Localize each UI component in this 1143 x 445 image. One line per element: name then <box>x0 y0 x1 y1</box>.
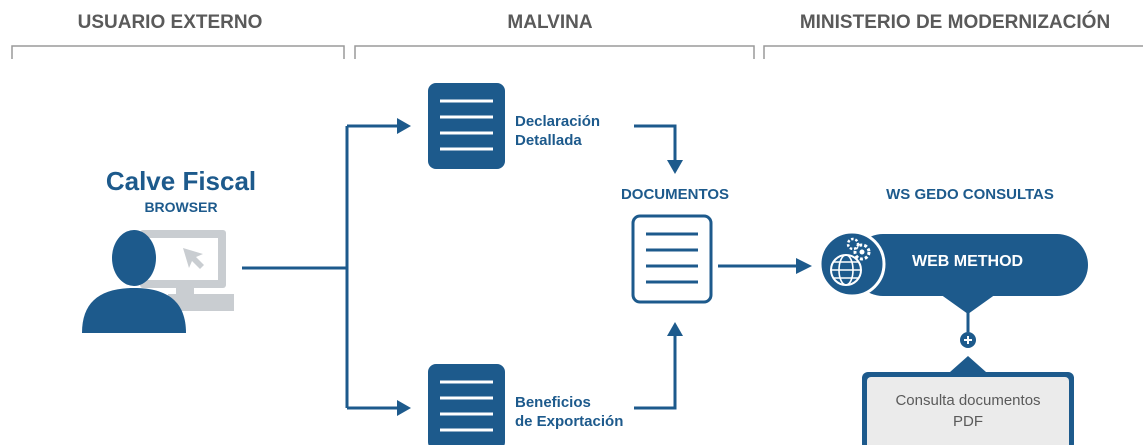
lane-bracket-ministerio <box>763 45 1143 59</box>
declaracion-label: Declaración Detallada <box>515 112 600 150</box>
arrowhead-up-to-documentos <box>667 322 683 336</box>
consulta-text: Consulta documentos PDF <box>866 390 1070 432</box>
beneficios-label: Beneficios de Exportación <box>515 393 623 431</box>
consulta-line1: Consulta documentos <box>895 392 1041 409</box>
declaracion-label-line1: Declaración <box>515 113 601 130</box>
connector-declaracion-to-documentos <box>634 124 677 160</box>
arrowhead-to-declaracion <box>397 118 411 134</box>
lane-bracket-usuario-externo <box>11 45 345 59</box>
connector-beneficios-to-documentos <box>634 336 677 410</box>
document-icon <box>428 364 505 445</box>
lane-title-malvina: MALVINA <box>507 12 593 33</box>
user-subtitle: BROWSER <box>144 199 218 215</box>
arrowhead-to-beneficios <box>397 400 411 416</box>
webmethod-pill <box>852 234 1088 296</box>
beneficios-label-line1: Beneficios <box>515 394 591 411</box>
user-at-computer-icon <box>82 230 234 333</box>
plus-node-icon <box>960 332 976 348</box>
document-icon <box>428 83 505 169</box>
lane-title-ministerio: MINISTERIO DE MODERNIZACIÓN <box>799 12 1111 33</box>
globe-gears-icon <box>818 230 886 298</box>
consulta-line2: PDF <box>953 413 983 430</box>
declaracion-label-line2: Detallada <box>515 132 582 149</box>
arrowhead-to-webmethod <box>796 258 812 274</box>
user-title: Calve Fiscal <box>105 166 257 196</box>
webmethod-label: WEB METHOD <box>912 253 1024 270</box>
document-outline-icon <box>631 214 713 304</box>
arrowhead-down-to-documentos <box>667 160 683 174</box>
webmethod-pointer <box>940 294 996 314</box>
beneficios-label-line2: de Exportación <box>515 413 624 430</box>
consulta-box <box>862 356 1074 445</box>
lane-bracket-malvina <box>354 45 755 59</box>
ws-gedo-title: WS GEDO CONSULTAS <box>886 186 1054 203</box>
documentos-label: DOCUMENTOS <box>620 186 730 203</box>
lane-title-usuario-externo: USUARIO EXTERNO <box>77 12 263 33</box>
